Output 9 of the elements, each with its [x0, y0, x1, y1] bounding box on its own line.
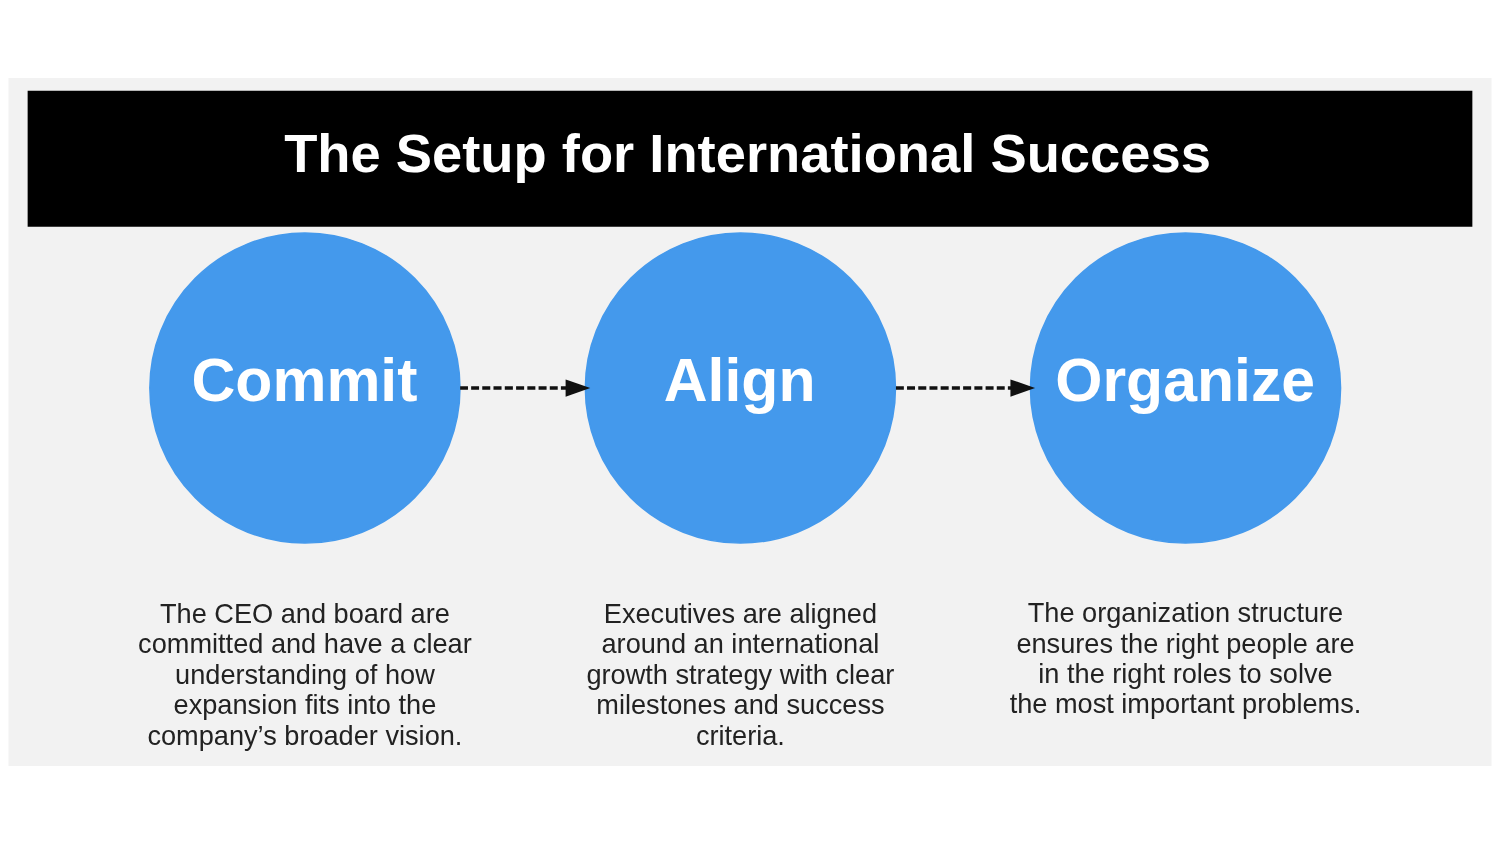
node-circle: Organize	[1029, 232, 1342, 544]
node-circle: Align	[584, 232, 897, 544]
arrow	[895, 379, 1036, 397]
diagram-title: The Setup for International Success	[284, 122, 1211, 184]
node-circle: Commit	[149, 232, 461, 544]
node-label: The organization structure ensures the right people are in the right roles to solve the most important problems.	[1009, 597, 1362, 720]
arrow	[460, 379, 591, 397]
node-label: The CEO and board are committed and have a clear understanding of how expansion fits into the company’s broader vision.	[138, 598, 472, 751]
node-label: Executives are aligned around an international growth strategy with clear milestones and success criteria.	[586, 598, 895, 751]
